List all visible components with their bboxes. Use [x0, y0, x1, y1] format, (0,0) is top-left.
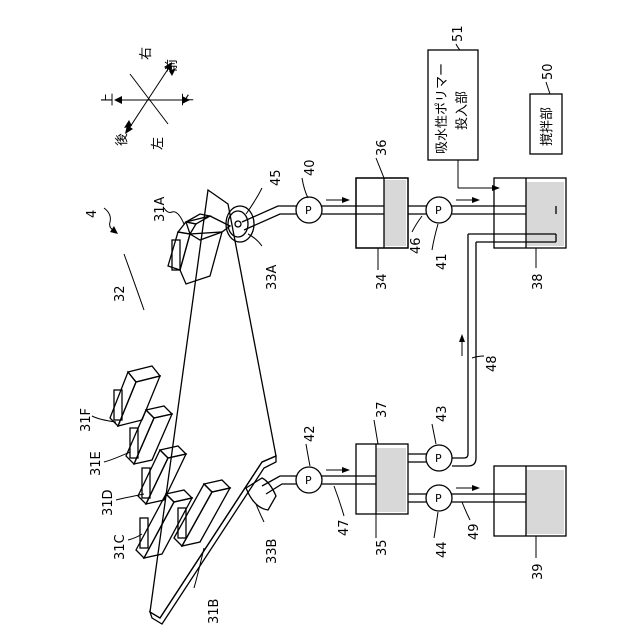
flow-arrow-44-icon: [472, 485, 480, 491]
leader-lines: [92, 44, 550, 588]
label-31A: 31A: [153, 196, 168, 222]
tank-39-liquid: [526, 470, 564, 534]
part-33A: [226, 206, 254, 242]
direction-compass: 右 前 上 下 後 左: [101, 47, 196, 150]
label-32: 32: [113, 285, 128, 302]
dir-down-label: 下: [181, 93, 196, 106]
label-31D: 31D: [101, 489, 116, 516]
box-51-line1: 吸水性ポリマー: [435, 63, 450, 154]
plate-32: [150, 190, 276, 624]
label-35: 35: [375, 539, 390, 556]
label-31C: 31C: [113, 534, 128, 560]
feed-51: [458, 160, 500, 191]
label-51: 51: [451, 25, 466, 42]
label-48: 48: [485, 355, 500, 372]
pipe-48: [452, 234, 476, 466]
axis-front-back: [130, 74, 168, 124]
axis-left-right: [128, 66, 170, 130]
pump-42[interactable]: P: [296, 467, 322, 493]
pump-44[interactable]: P: [426, 485, 452, 511]
label-31E: 31E: [89, 451, 104, 476]
reference-labels: 31A 32 45 33A 40 36 34 46 41 38 51 50 48…: [79, 25, 556, 624]
dir-right-label: 右: [139, 47, 154, 60]
pipe-43: [408, 454, 426, 462]
pipe-45-b: [244, 214, 296, 230]
tank-35: [356, 444, 408, 514]
slot-31D: [138, 446, 186, 504]
pump-41[interactable]: P: [426, 197, 452, 223]
pump-40-symbol: P: [305, 204, 312, 217]
label-49: 49: [467, 523, 482, 540]
figure-ref-label: 4: [85, 210, 100, 218]
figure-ref: 4: [85, 208, 118, 234]
label-33B: 33B: [265, 539, 280, 564]
dir-up-label: 上: [101, 93, 116, 106]
pump-41-symbol: P: [435, 204, 442, 217]
label-37: 37: [375, 401, 390, 418]
label-42: 42: [303, 425, 318, 442]
box-51-line2: 投入部: [454, 91, 470, 130]
motor-33A-shaft: [235, 221, 241, 227]
arrow-back-icon: [124, 120, 132, 128]
box-50-text: 撹拌部: [540, 107, 555, 146]
label-45: 45: [269, 169, 284, 186]
label-39: 39: [531, 563, 546, 580]
part-33B: [246, 478, 276, 510]
feed-arrow-icon: [492, 185, 500, 191]
tank-38-liquid: [526, 182, 564, 246]
motor-33A-face: [228, 211, 248, 237]
label-40: 40: [303, 159, 318, 176]
label-47: 47: [337, 519, 352, 536]
label-31F: 31F: [79, 408, 94, 432]
tank-34: [356, 178, 408, 248]
flow-arrow-48-icon: [459, 334, 465, 342]
plate-outline: [150, 190, 276, 618]
label-44: 44: [435, 541, 450, 558]
pump-44-symbol: P: [435, 492, 442, 505]
label-46: 46: [409, 237, 424, 254]
dir-front-label: 前: [164, 59, 180, 72]
label-36: 36: [375, 139, 390, 156]
tank-35-liquid: [376, 448, 406, 512]
label-43: 43: [435, 405, 450, 422]
label-50: 50: [541, 63, 556, 80]
tank-34-liquid: [384, 180, 406, 246]
label-34: 34: [375, 273, 390, 290]
dir-left-label: 左: [151, 137, 166, 150]
pump-42-symbol: P: [305, 474, 312, 487]
figure-ref-arrow-icon: [110, 226, 118, 234]
label-31B: 31B: [207, 599, 222, 624]
flow-arrow-42-icon: [342, 467, 350, 473]
label-38: 38: [531, 273, 546, 290]
box-50: 撹拌部: [530, 94, 562, 154]
box-51: 吸水性ポリマー 投入部: [428, 50, 478, 160]
pump-43-symbol: P: [435, 452, 442, 465]
pump-43[interactable]: P: [426, 445, 452, 471]
tank-39: [494, 466, 566, 536]
slot-31A: [168, 214, 230, 284]
flow-arrow-41-icon: [472, 197, 480, 203]
label-33A: 33A: [265, 264, 280, 290]
flow-arrow-40-icon: [342, 197, 350, 203]
pump-40[interactable]: P: [296, 197, 322, 223]
label-41: 41: [435, 253, 450, 270]
dir-back-label: 後: [115, 133, 130, 146]
motor-33B-body: [246, 478, 276, 510]
